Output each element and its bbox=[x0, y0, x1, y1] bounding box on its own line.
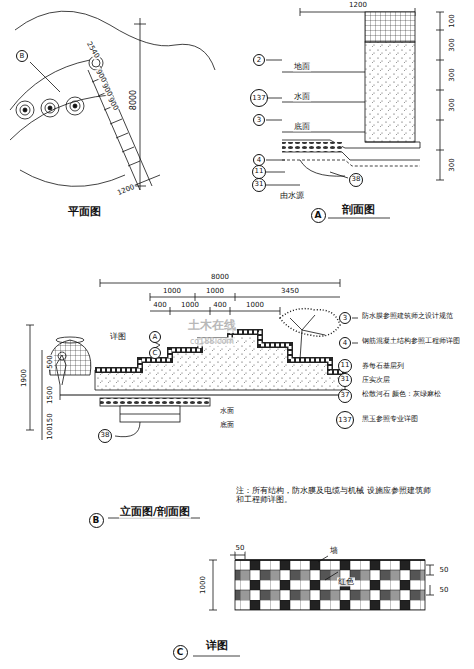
dimension-text: 红色 bbox=[337, 577, 355, 586]
dimension-text: 水面 bbox=[293, 92, 311, 101]
view-title: 土木在线 bbox=[187, 319, 237, 333]
dimension-text: 3450 bbox=[280, 287, 300, 295]
dimension-text: 900 bbox=[106, 95, 121, 112]
callout-bubble: 3 bbox=[339, 312, 351, 324]
dimension-text: 8000 bbox=[210, 273, 230, 281]
callout-bubble: 11 bbox=[252, 165, 266, 179]
callout-number: 38 bbox=[352, 176, 361, 183]
dimension-text: 1000 bbox=[205, 287, 225, 295]
callout-bubble: 2 bbox=[253, 54, 265, 66]
callout-number: 37 bbox=[341, 392, 350, 399]
dimension-text: 100 bbox=[448, 13, 456, 28]
callout-number: 2 bbox=[257, 57, 261, 64]
view-symbol: A bbox=[311, 208, 326, 223]
dimension-text: 2540 bbox=[85, 39, 102, 60]
dimension-text: 1000 bbox=[245, 301, 265, 309]
dimension-text: 1500 bbox=[46, 385, 54, 405]
view-title: 立面图/剖面图 bbox=[119, 506, 191, 519]
view-title: 详图 bbox=[205, 640, 229, 653]
callout-number: 31 bbox=[255, 181, 264, 188]
dimension-text: 墙 bbox=[329, 546, 339, 555]
view-symbol: B bbox=[89, 513, 104, 528]
dimension-text: 50 bbox=[235, 544, 246, 552]
dimension-text: 水面 bbox=[219, 407, 235, 415]
callout-bubble: 3 bbox=[253, 114, 265, 126]
dimension-text: 50 bbox=[439, 566, 450, 574]
dimension-text: 底面 bbox=[219, 421, 235, 429]
dimension-text: 详图 bbox=[109, 332, 127, 341]
callout-number: 11 bbox=[255, 168, 264, 175]
dimension-text: 300 bbox=[448, 37, 456, 52]
callout-bubble: 4 bbox=[339, 337, 351, 349]
callout-number: 137 bbox=[338, 417, 351, 424]
callout-bubble: 38 bbox=[98, 429, 112, 443]
callout-number: 38 bbox=[101, 432, 110, 439]
callout-number: B bbox=[20, 53, 25, 60]
dimension-text: 300 bbox=[448, 157, 456, 172]
dimension-text: 400 bbox=[152, 301, 167, 309]
dimension-text: 8000 bbox=[129, 89, 138, 111]
callout-bubble: B bbox=[16, 50, 28, 62]
dimension-text: 50 bbox=[439, 586, 450, 594]
view-title: 平面图 bbox=[67, 206, 102, 219]
note-text: 松散河石 颜色：灰绿麻松 bbox=[362, 390, 462, 398]
note-text: 压实次层 bbox=[362, 376, 462, 384]
callout-number: A bbox=[153, 334, 158, 341]
dimension-text: 1000 bbox=[180, 301, 200, 309]
callout-bubble: A bbox=[149, 331, 161, 343]
view-title: 剖面图 bbox=[341, 204, 376, 217]
dimension-text: 地面 bbox=[293, 62, 311, 71]
callout-bubble: 11 bbox=[338, 359, 352, 373]
dimension-text: co188.com bbox=[189, 337, 235, 346]
note-text: 注：所有结构，防水膜及电缆与机械 设施应参照建筑师和工程师详图。 bbox=[236, 486, 436, 504]
callout-bubble: 37 bbox=[338, 389, 352, 403]
dimension-text: 300 bbox=[448, 97, 456, 112]
note-text: 黑玉参照专业详图 bbox=[362, 415, 462, 423]
dimension-text: 由水源 bbox=[279, 191, 305, 200]
callout-number: A bbox=[315, 211, 322, 220]
callout-number: C bbox=[177, 648, 184, 657]
callout-bubble: 137 bbox=[336, 411, 354, 429]
dimension-text: 1900 bbox=[20, 368, 28, 388]
callout-number: B bbox=[93, 516, 100, 525]
dimension-text: 1000 bbox=[199, 575, 207, 595]
dimension-text: 500 bbox=[46, 354, 54, 369]
callout-number: 4 bbox=[343, 340, 347, 347]
callout-number: 11 bbox=[341, 362, 350, 369]
dimension-text: 100 bbox=[46, 425, 54, 440]
dimension-text: 300 bbox=[448, 67, 456, 82]
callout-number: 3 bbox=[343, 315, 347, 322]
callout-bubble: C bbox=[149, 347, 161, 359]
dimension-text: 1200 bbox=[115, 183, 136, 198]
callout-number: C bbox=[153, 350, 158, 357]
callout-bubble: 31 bbox=[338, 373, 352, 387]
callout-bubble: 31 bbox=[252, 178, 266, 192]
note-text: 钢筋混凝土结构参照工程师详图 bbox=[362, 337, 462, 345]
dimension-text: 1200 bbox=[348, 1, 368, 9]
callout-number: 4 bbox=[257, 157, 261, 164]
callout-number: 3 bbox=[257, 117, 261, 124]
callout-number: 31 bbox=[341, 376, 350, 383]
note-text: 防水膜参照建筑师之设计规范 bbox=[362, 312, 462, 320]
note-text: 券每石基层列 bbox=[362, 362, 462, 370]
callout-number: 137 bbox=[252, 95, 265, 102]
callout-bubble: 137 bbox=[250, 89, 268, 107]
callout-bubble: 38 bbox=[349, 173, 363, 187]
view-symbol: C bbox=[173, 645, 188, 660]
dimension-text: 1000 bbox=[162, 287, 182, 295]
dimension-text: 底面 bbox=[293, 122, 311, 131]
dimension-text: 400 bbox=[212, 301, 227, 309]
